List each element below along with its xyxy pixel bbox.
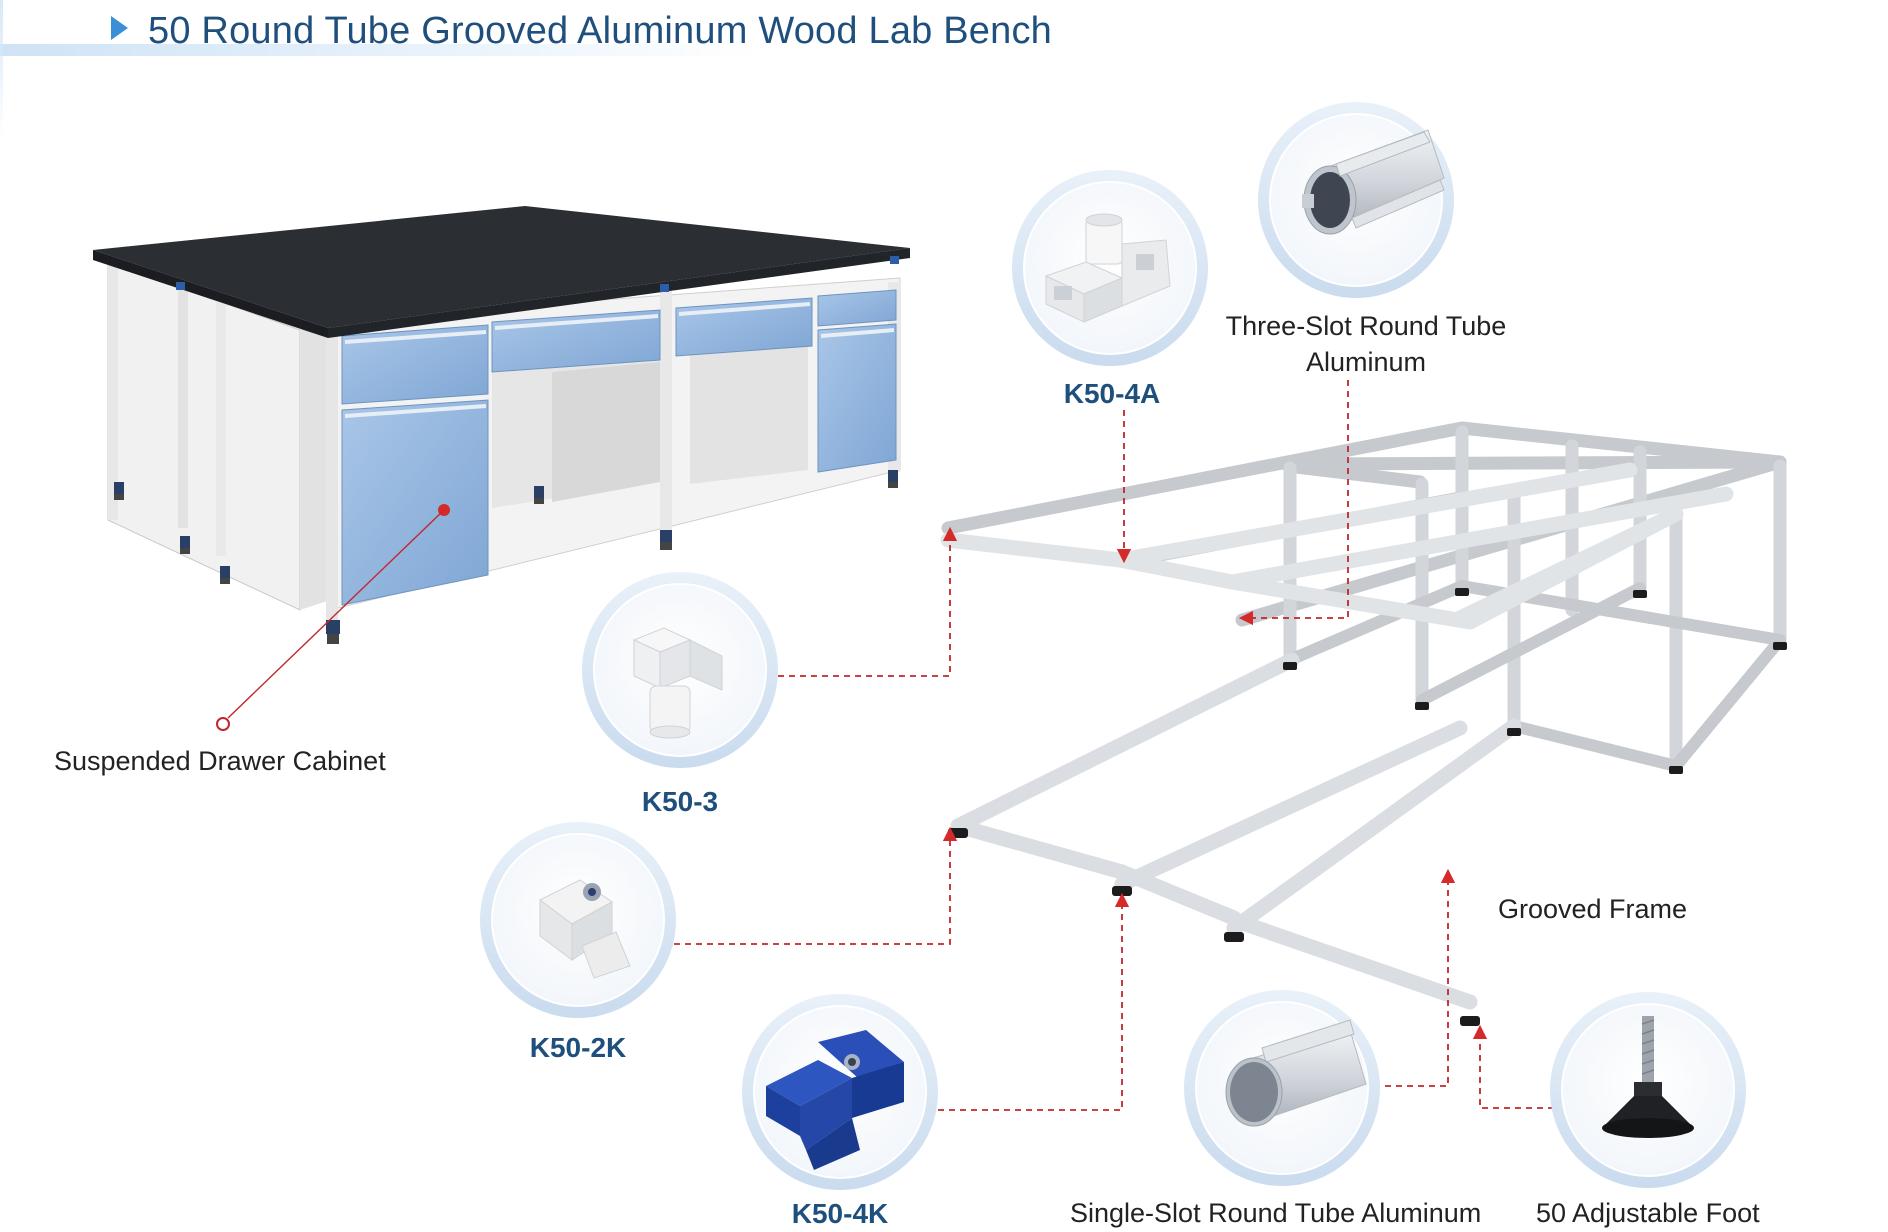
grooved-frame-illustration: [940, 421, 1787, 1026]
three-slot-tube-icon: [1302, 129, 1445, 235]
label-grooved-frame: Grooved Frame: [1498, 894, 1688, 924]
label-k50-3: K50-3: [641, 786, 719, 817]
k50-3-connector-icon: [632, 627, 723, 739]
page-title: 50 Round Tube Grooved Aluminum Wood Lab …: [148, 10, 1052, 52]
label-k50-4a: K50-4A: [1063, 378, 1161, 409]
three-slot-tube-part-circle: [1258, 102, 1454, 298]
k50-2k-connector-icon: [539, 879, 631, 979]
label-50-adjustable-foot: 50 Adjustable Foot: [1536, 1198, 1760, 1228]
label-single-slot-round-tube-aluminum: Single-Slot Round Tube Aluminum: [1070, 1198, 1482, 1228]
adjustable-foot-icon: [1602, 1016, 1694, 1138]
k50-4a-connector-icon: [1044, 213, 1171, 323]
title-arrow-icon: [111, 16, 128, 40]
k50-4k-connector-icon: [766, 1030, 904, 1170]
adjustable-foot-part-circle: [1550, 992, 1746, 1188]
label-three-slot-line-2: Aluminum: [1305, 347, 1427, 377]
k50-4k-part-circle: [742, 994, 938, 1190]
header-side-accent: [0, 0, 3, 140]
single-slot-tube-icon: [1225, 1019, 1367, 1127]
label-three-slot-round-tube-aluminum: Three-Slot Round Tube Aluminum: [1180, 308, 1552, 380]
k50-3-part-circle: [582, 572, 778, 768]
label-suspended-drawer-cabinet: Suspended Drawer Cabinet: [54, 746, 386, 776]
cabinet-callout: [216, 504, 450, 731]
k50-2k-part-circle: [480, 822, 676, 1018]
label-k50-2k: K50-2K: [529, 1032, 627, 1063]
label-three-slot-line-1: Three-Slot Round Tube: [1225, 311, 1507, 341]
label-k50-4k: K50-4K: [791, 1198, 889, 1229]
lab-bench-illustration: [93, 206, 910, 644]
single-slot-tube-part-circle: [1184, 990, 1380, 1186]
header-band: [0, 44, 760, 56]
k50-4a-part-circle: [1012, 170, 1208, 366]
leader-lines: [674, 380, 1554, 1111]
